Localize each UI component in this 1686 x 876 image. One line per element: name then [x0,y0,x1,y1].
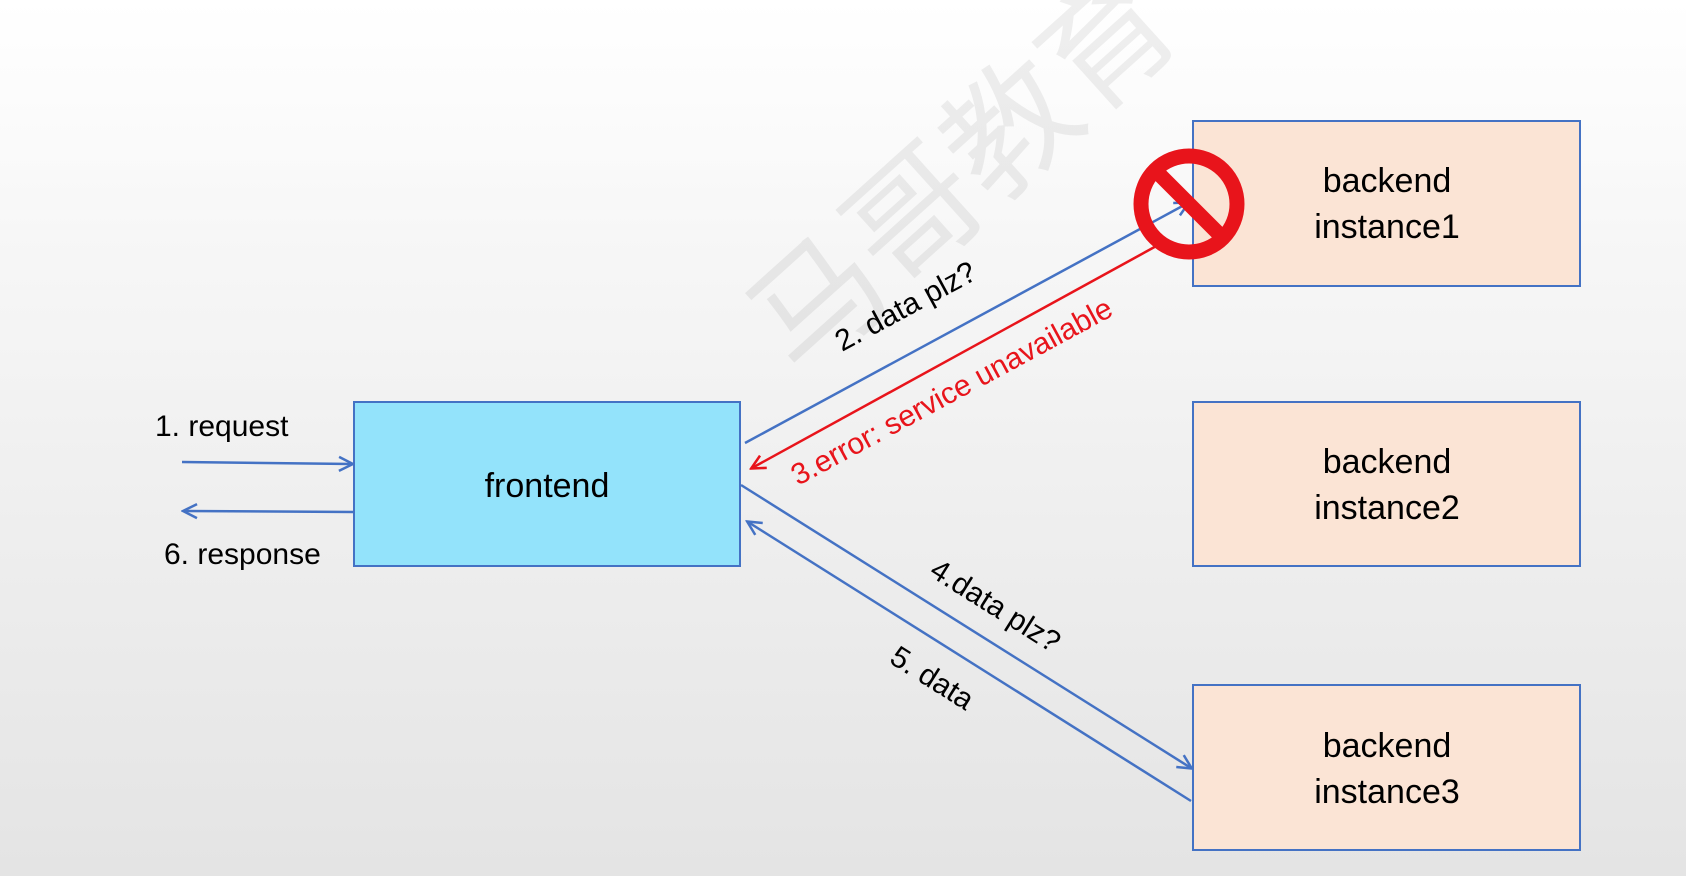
backend-instance3-node[interactable]: backend instance3 [1192,684,1581,851]
backend-instance3-label-line2: instance3 [1314,773,1460,811]
backend-instance1-node[interactable]: backend instance1 [1192,120,1581,287]
request-label: 1. request [155,410,289,443]
no-entry-icon [1133,148,1245,260]
backend-instance2-label-line2: instance2 [1314,489,1460,527]
frontend-box [353,401,741,567]
backend-instance2-box [1192,401,1581,567]
frontend-label: frontend [485,467,610,505]
data-plz-2-label: 4.data plz? [924,553,1066,659]
frontend-node[interactable]: frontend [353,401,741,567]
backend-instance3-box [1192,684,1581,851]
backend-instance2-label-line1: backend [1323,443,1452,481]
backend-instance1-label-line1: backend [1323,162,1452,200]
request-arrow [181,462,352,464]
error-arrow [752,242,1161,468]
response-arrow [184,511,355,512]
backend-instance3-label-line1: backend [1323,727,1452,765]
backend-instance1-box [1192,120,1581,287]
data-return-arrow [748,522,1192,803]
backend-instance1-label-line2: instance1 [1314,208,1460,246]
data-plz-2-arrow [740,483,1191,768]
data-plz-1-arrow [744,203,1188,445]
response-label: 6. response [164,538,321,571]
data-return-label: 5. data [884,640,979,717]
backend-instance2-node[interactable]: backend instance2 [1192,401,1581,567]
